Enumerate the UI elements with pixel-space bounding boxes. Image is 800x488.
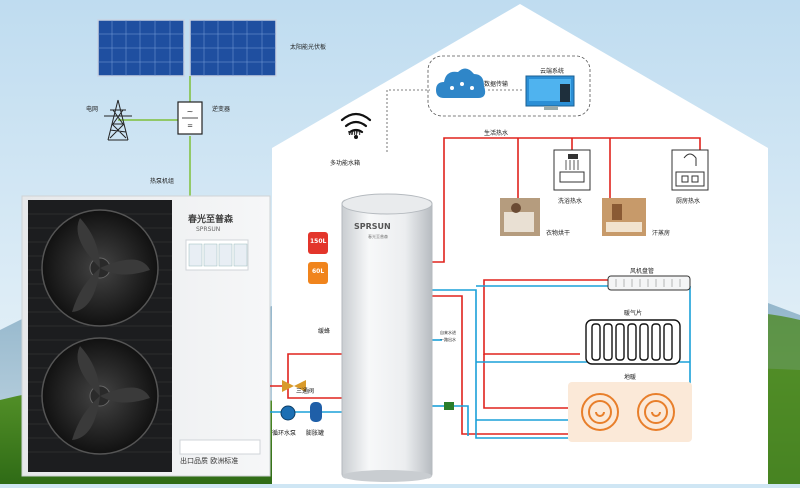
wifi-icon xyxy=(340,112,372,134)
svg-text:~: ~ xyxy=(187,107,194,116)
monitor-icon xyxy=(525,75,575,110)
outlet-label: 一路出水 xyxy=(440,337,456,342)
fan-coil-label: 风机盘管 xyxy=(630,268,655,275)
heat-pump-unit xyxy=(21,195,271,477)
three-way-valve-icon xyxy=(282,380,306,392)
fan-coil-icon xyxy=(607,275,691,291)
grid-label: 电网 xyxy=(86,106,99,113)
bathtub-icon xyxy=(553,149,591,191)
solar-panel-icon xyxy=(97,19,277,77)
tank-150-label: 150L xyxy=(310,238,327,245)
multi-tank-label: 多功能水箱 xyxy=(330,160,361,167)
bottom-inlet-valve xyxy=(444,402,454,410)
cloud-system-box xyxy=(427,55,591,117)
sauna-photo xyxy=(602,198,646,236)
circulation-pump-label: 循环水泵 xyxy=(272,430,297,437)
tap-water-label: 自来水进 xyxy=(440,330,456,335)
unit-outlet-pipe xyxy=(270,385,344,399)
tank-60-label: 60L xyxy=(312,268,325,275)
inverter-label: 逆变器 xyxy=(212,106,231,113)
three-way-valve-label: 三通阀 xyxy=(296,388,315,395)
heat-pump-unit-label: 热泵机组 xyxy=(150,178,175,185)
kitchen-hot-water-label: 厨房热水 xyxy=(676,198,701,205)
cloud-icon xyxy=(436,68,486,98)
hot-water-pipes xyxy=(287,137,701,435)
expansion-tank-label: 膨胀罐 xyxy=(306,430,325,437)
circulation-pump-icon xyxy=(280,405,296,421)
solar-panel-label: 太阳能光伏板 xyxy=(290,44,327,51)
kitchen-icon xyxy=(671,149,709,191)
unit-brand-cn: 春光至普森 xyxy=(188,215,234,225)
radiator-icon xyxy=(585,319,681,365)
buffer-label: 缓蜂 xyxy=(318,328,331,335)
radiator-label: 暖气片 xyxy=(624,310,643,317)
unit-footer-text: 出口品质 欧洲标准 xyxy=(180,457,239,465)
bath-hot-water-label: 洗浴热水 xyxy=(558,198,583,205)
wifi-badge-text: WIFI xyxy=(348,131,361,137)
svg-text:=: = xyxy=(187,122,193,130)
expansion-tank-icon xyxy=(310,402,322,422)
tank-brand-en: SPRSUN xyxy=(354,222,391,231)
clothes-dryer-photo xyxy=(500,198,540,236)
unit-brand-en: SPRSUN xyxy=(196,226,221,233)
sauna-label: 汗蒸房 xyxy=(652,230,671,237)
water-tank xyxy=(341,193,433,482)
tank-capacity-badges xyxy=(308,232,328,284)
power-grid-icon xyxy=(104,99,132,141)
tank-brand-cn: 春光至普森 xyxy=(368,234,388,239)
inverter-icon: ~ = xyxy=(177,101,203,135)
floor-heating-label: 地暖 xyxy=(624,374,637,381)
data-transfer-label: 数据传输 xyxy=(484,81,509,88)
cloud-system-label: 云端系统 xyxy=(540,68,565,75)
solar-wiring xyxy=(118,76,191,196)
domestic-hot-water-label: 生活热水 xyxy=(484,130,509,137)
clothes-dryer-label: 衣物烘干 xyxy=(546,230,571,237)
data-link-line xyxy=(386,89,430,152)
floor-heating-icon xyxy=(568,382,692,442)
